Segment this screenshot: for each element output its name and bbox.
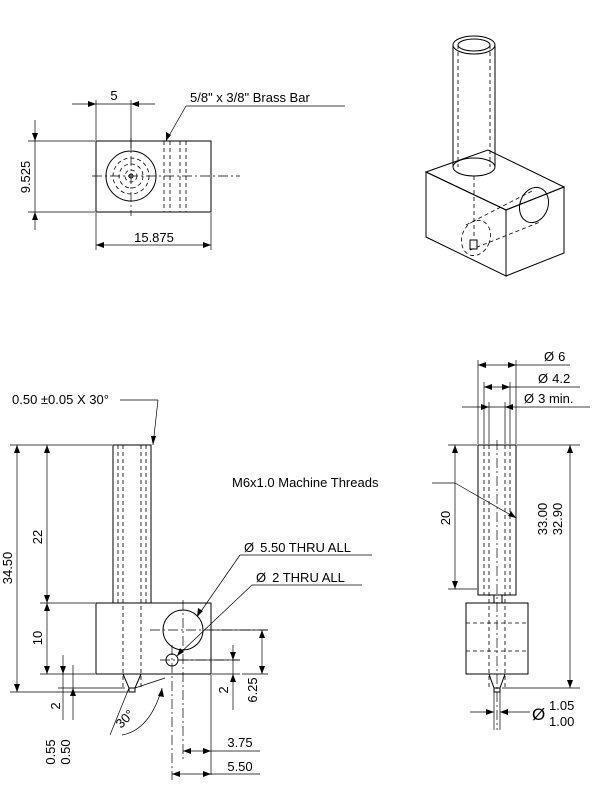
dim-overall: 34.50 [0, 552, 15, 585]
dim-block: 10 [30, 631, 45, 645]
dim-tip-c: 0.50 [58, 739, 73, 764]
top-view: 5 9.525 15.875 5/8" x 3/8" Brass Bar [18, 88, 345, 250]
dia-tip-b: 1.00 [549, 714, 574, 729]
dim-hole-x-small: 3.75 [227, 735, 252, 750]
angle-note: 30° [113, 707, 138, 732]
isometric-view [424, 35, 566, 277]
dim-width-small: 5 [110, 88, 117, 103]
top-view-outline [95, 140, 212, 213]
dim-len-b: 32.90 [550, 503, 565, 536]
front-view: 0.50 ±0.05 X 30° 34.50 22 10 2 0.55 0.50 [0, 392, 372, 780]
chamfer-note: 0.50 ±0.05 X 30° [12, 392, 109, 407]
dim-tip-b: 0.55 [43, 739, 58, 764]
material-note: 5/8" x 3/8" Brass Bar [190, 90, 310, 105]
dim-thread: 20 [438, 511, 453, 525]
dim-thread-len: 22 [30, 530, 45, 544]
dia-tip-a: 1.05 [549, 698, 574, 713]
dim-len-a: 33.00 [535, 503, 550, 536]
front-block [95, 602, 212, 675]
dim-hole-h-small: 2 [216, 686, 231, 693]
dim-height: 9.525 [18, 161, 33, 194]
thread-note: M6x1.0 Machine Threads [232, 475, 379, 490]
dim-length: 15.875 [134, 230, 174, 245]
dia-tip-symbol: Ø [532, 705, 545, 724]
front-thread-tube [112, 444, 152, 604]
dim-hole-h-large: 6.25 [245, 677, 260, 702]
dim-tip-a: 2 [48, 702, 63, 709]
dim-hole-x-large: 5.50 [227, 759, 252, 774]
